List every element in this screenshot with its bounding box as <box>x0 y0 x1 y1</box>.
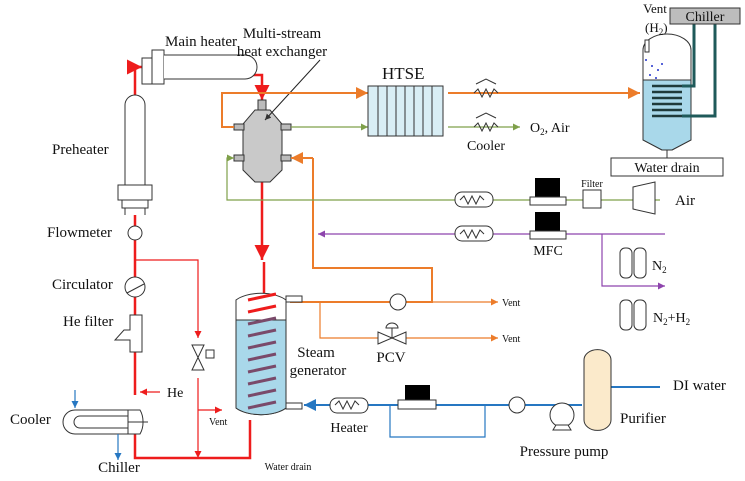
h2-separator <box>642 33 692 168</box>
label-cooler-he: Cooler <box>10 412 51 428</box>
preheat-coils <box>454 191 494 242</box>
bypass-valve <box>191 344 215 371</box>
label-water-drain-sg: Water drain <box>265 462 312 473</box>
vent-lines <box>319 298 498 342</box>
label-steam-generator-1: Steam <box>297 345 335 361</box>
water-bypass <box>389 405 486 438</box>
preheater <box>117 94 153 215</box>
he-filter <box>113 314 143 353</box>
flowmeter-symbol <box>127 225 143 241</box>
helium-bypass <box>135 259 222 458</box>
label-circulator: Circulator <box>52 277 113 293</box>
label-cooler-htse: Cooler <box>467 139 505 154</box>
label-main-heater: Main heater <box>165 34 237 50</box>
label-air: Air <box>675 193 695 209</box>
label-steam-generator-2: generator <box>290 363 347 379</box>
steam-generator <box>235 292 303 416</box>
he-cooler <box>62 409 148 435</box>
circulator <box>124 276 146 298</box>
label-heat-exchanger-2: heat exchanger <box>237 44 327 60</box>
label-he-filter: He filter <box>63 314 113 330</box>
multi-stream-heat-exchanger <box>233 59 321 183</box>
label-filter: Filter <box>581 179 603 190</box>
chiller-box <box>669 7 741 25</box>
htse-coolers <box>473 78 499 133</box>
label-mfc: MFC <box>533 244 563 259</box>
label-heater: Heater <box>330 421 368 436</box>
water-heater <box>329 397 369 414</box>
main-heater <box>141 49 258 85</box>
label-pcv: PCV <box>376 350 405 366</box>
label-vent-he: Vent <box>209 417 228 428</box>
label-pressure-pump: Pressure pump <box>520 444 609 460</box>
label-he: He <box>167 386 183 401</box>
gas-lines <box>318 230 665 290</box>
water-mfc-body <box>397 399 437 410</box>
label-chiller-bottom: Chiller <box>98 460 140 476</box>
pcv-valve <box>377 322 407 345</box>
label-preheater: Preheater <box>52 142 109 158</box>
chiller-lines <box>71 390 122 460</box>
chiller-coolant-lines <box>682 20 717 118</box>
label-flowmeter: Flowmeter <box>47 225 112 241</box>
label-vent-1: Vent <box>502 298 521 309</box>
water-mfc <box>405 385 430 401</box>
filter-symbol <box>582 189 602 209</box>
purifier-vessel <box>583 349 612 431</box>
mfc-units <box>529 178 567 240</box>
water-drain-box <box>610 157 724 177</box>
htse-stack <box>367 85 444 137</box>
label-chiller-top: Chiller <box>686 10 725 25</box>
label-o2-air: O2, Air <box>530 121 570 137</box>
pressure-pump <box>549 402 575 431</box>
label-vent-h2: Vent <box>643 1 667 16</box>
gas-cylinders <box>619 247 647 331</box>
air-compressor <box>632 181 656 215</box>
label-purifier: Purifier <box>620 411 666 427</box>
helium-loop <box>127 59 270 460</box>
label-n2-h2: N2+H2 <box>653 311 690 327</box>
label-htse: HTSE <box>382 64 425 83</box>
label-water-drain-box: Water drain <box>634 161 699 176</box>
label-n2: N2 <box>652 259 667 275</box>
water-flowmeter <box>508 396 526 414</box>
label-vent-2: Vent <box>502 334 521 345</box>
label-di-water: DI water <box>673 378 726 394</box>
label-vent-h2-formula: (H2) <box>645 20 668 37</box>
label-heat-exchanger-1: Multi-stream <box>243 26 322 42</box>
steam-flowmeter <box>389 293 407 311</box>
